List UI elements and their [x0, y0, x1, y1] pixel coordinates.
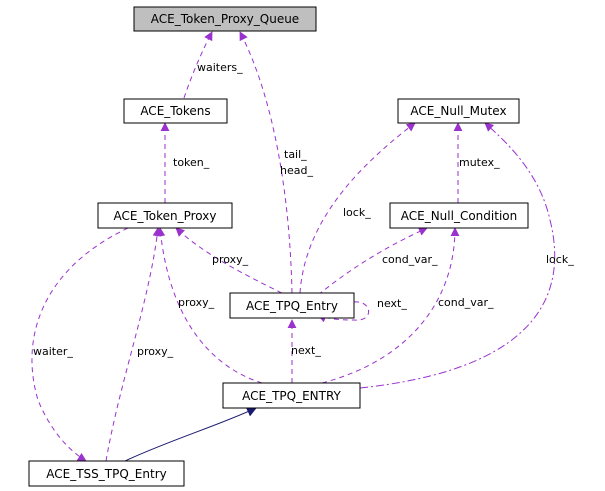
node-label: ACE_TPQ_ENTRY [242, 389, 341, 403]
edge-waiters [183, 31, 213, 99]
node-ace-tpq-entry[interactable]: ACE_TPQ_Entry [229, 292, 355, 319]
edge-lock-caps [359, 122, 556, 389]
node-label: ACE_Tokens [140, 104, 210, 118]
node-ace-token-proxy-queue[interactable]: ACE_Token_Proxy_Queue [133, 6, 317, 32]
edge-waiter [31, 227, 129, 462]
edge-cond-var-caps [321, 227, 460, 384]
label-waiter: waiter_ [33, 345, 73, 358]
node-ace-tpq-entry-caps[interactable]: ACE_TPQ_ENTRY [222, 382, 361, 409]
node-label: ACE_Token_Proxy [114, 209, 217, 223]
edge-labels: waiters_ token_ tail_ head_ lock_ mutex_… [33, 61, 574, 358]
label-cond-var-entry: cond_var_ [382, 253, 438, 266]
node-ace-null-mutex[interactable]: ACE_Null_Mutex [397, 98, 520, 124]
node-ace-null-condition[interactable]: ACE_Null_Condition [389, 202, 529, 229]
node-label: ACE_TSS_TPQ_Entry [46, 467, 166, 481]
edge-proxy-entry [175, 227, 291, 298]
node-ace-token-proxy[interactable]: ACE_Token_Proxy [97, 202, 233, 229]
node-ace-tokens[interactable]: ACE_Tokens [123, 98, 228, 124]
node-label: ACE_Token_Proxy_Queue [151, 12, 299, 26]
edge-proxy-caps [156, 227, 263, 384]
label-proxy-tss: proxy_ [137, 345, 174, 358]
edge-tail-head [239, 31, 293, 294]
node-ace-tss-tpq-entry[interactable]: ACE_TSS_TPQ_Entry [28, 460, 185, 487]
label-proxy-entry: proxy_ [212, 253, 249, 266]
label-waiters: waiters_ [197, 61, 243, 74]
node-label: ACE_Null_Mutex [410, 104, 506, 118]
edges [31, 31, 556, 462]
label-lock-caps: lock_ [546, 253, 574, 266]
label-lock-entry: lock_ [343, 206, 371, 219]
label-cond-var-caps: cond_var_ [438, 296, 494, 309]
edge-proxy-tss [105, 227, 162, 462]
label-token: token_ [173, 156, 210, 169]
label-proxy-caps: proxy_ [178, 296, 215, 309]
label-head: head_ [280, 164, 313, 177]
label-next-self: next_ [377, 297, 407, 310]
edge-inherit [124, 407, 257, 462]
edge-cond-var-entry [317, 227, 428, 296]
nodes: ACE_Token_Proxy_Queue ACE_Tokens ACE_Nul… [28, 6, 529, 487]
label-mutex: mutex_ [459, 156, 500, 169]
label-next-caps: next_ [291, 344, 321, 357]
node-label: ACE_TPQ_Entry [246, 299, 338, 313]
label-tail: tail_ [284, 148, 307, 161]
node-label: ACE_Null_Condition [401, 209, 517, 223]
